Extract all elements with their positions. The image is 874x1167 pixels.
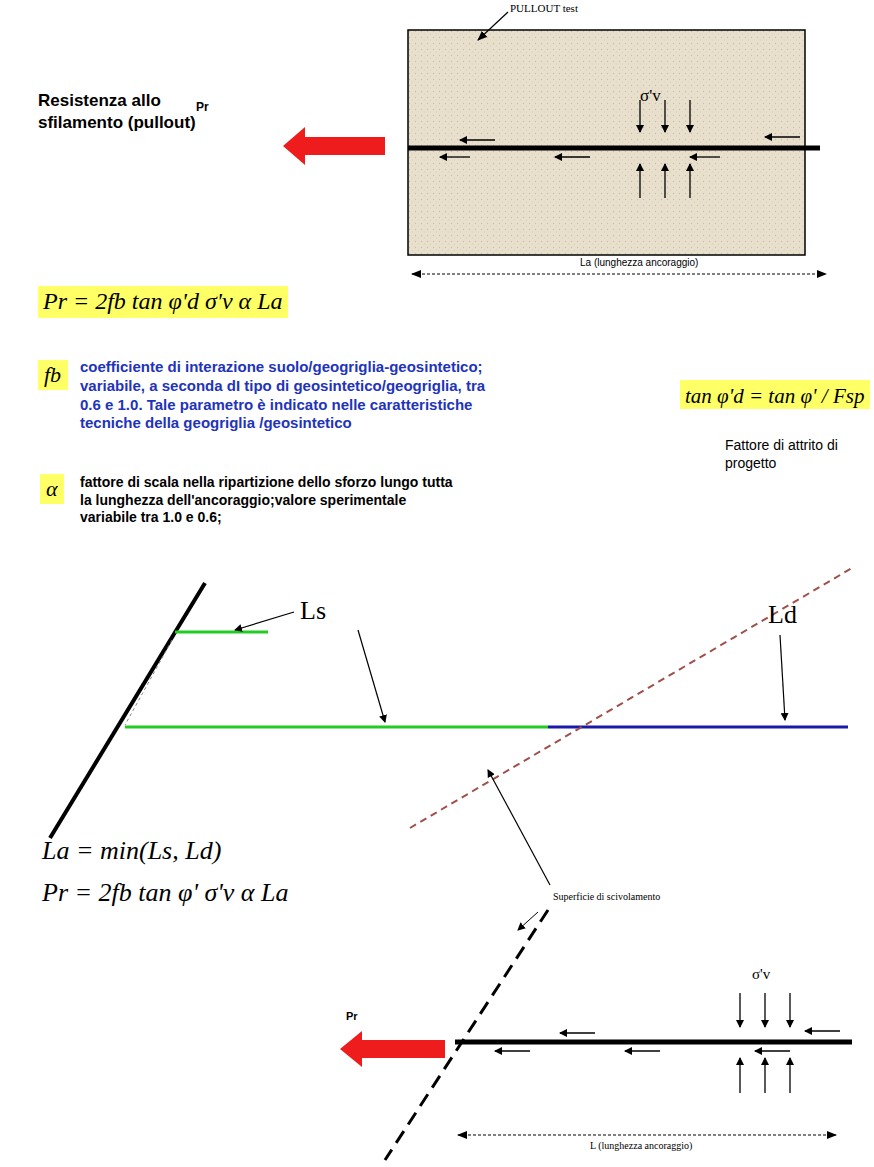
shear-arrows (440, 100, 800, 198)
note-text: Fattore di attrito di progetto (725, 437, 855, 472)
callout-label: Superficie di scivolamento (553, 891, 660, 902)
geogrid-bar (408, 146, 820, 151)
soil-box (408, 30, 805, 255)
length-label: Ls (300, 596, 326, 626)
wall-face (50, 583, 205, 838)
formula-text: Pr = 2fb tan φ' σ'v α La (42, 878, 288, 908)
reinforcement-short (175, 631, 268, 634)
node-text: Pr = 2fb tan φ'd σ'v α La (43, 288, 283, 316)
slip-surface (385, 910, 548, 1160)
dimension-label: L (lunghezza ancoraggio) (590, 1140, 692, 1151)
pullout-force-arrow (283, 127, 385, 165)
geogrid-bar (455, 1040, 852, 1045)
slip-surface (410, 568, 852, 828)
pullout-force-arrow (340, 1031, 445, 1067)
description-text: fattore di scala nella ripartizione dell… (80, 474, 455, 527)
leader-line (518, 912, 538, 930)
node-text: α (45, 476, 59, 502)
node-text: fb (43, 362, 62, 388)
leader-line (488, 770, 550, 885)
callout-label: PULLOUT test (510, 2, 578, 14)
symbol-highlight: fb (38, 360, 68, 390)
leader-line (235, 612, 294, 630)
shear-arrows (495, 993, 840, 1093)
dimension-line (412, 274, 826, 275)
force-label: Pr (196, 100, 209, 114)
leader-line (478, 12, 508, 40)
dimension-label: La (lunghezza ancoraggio) (578, 257, 700, 268)
leader-line (780, 635, 785, 720)
stress-label: σ'v (752, 966, 770, 983)
formula-highlight: Pr = 2fb tan φ'd σ'v α La (38, 286, 288, 318)
leader-line (358, 630, 385, 722)
reinforcement-ld (548, 726, 848, 729)
node-text: tan φ'd = tan φ' / Fsp (685, 384, 864, 408)
formula-text: La = min(Ls, Ld) (42, 836, 221, 866)
formula-highlight: tan φ'd = tan φ' / Fsp (680, 380, 870, 409)
reinforcement-ls (125, 726, 548, 729)
section-title: Resistenza allo sfilamento (pullout) (38, 90, 208, 134)
symbol-highlight: α (40, 474, 64, 504)
force-label: Pr (346, 1010, 358, 1022)
node-text: σ'v (640, 86, 661, 106)
pullout-test-box: σ'v (408, 30, 805, 255)
length-label: Ld (768, 600, 797, 630)
description-text: coefficiente di interazione suolo/geogri… (80, 358, 490, 433)
dimension-line (458, 1135, 836, 1136)
dashed-guide (125, 640, 172, 725)
